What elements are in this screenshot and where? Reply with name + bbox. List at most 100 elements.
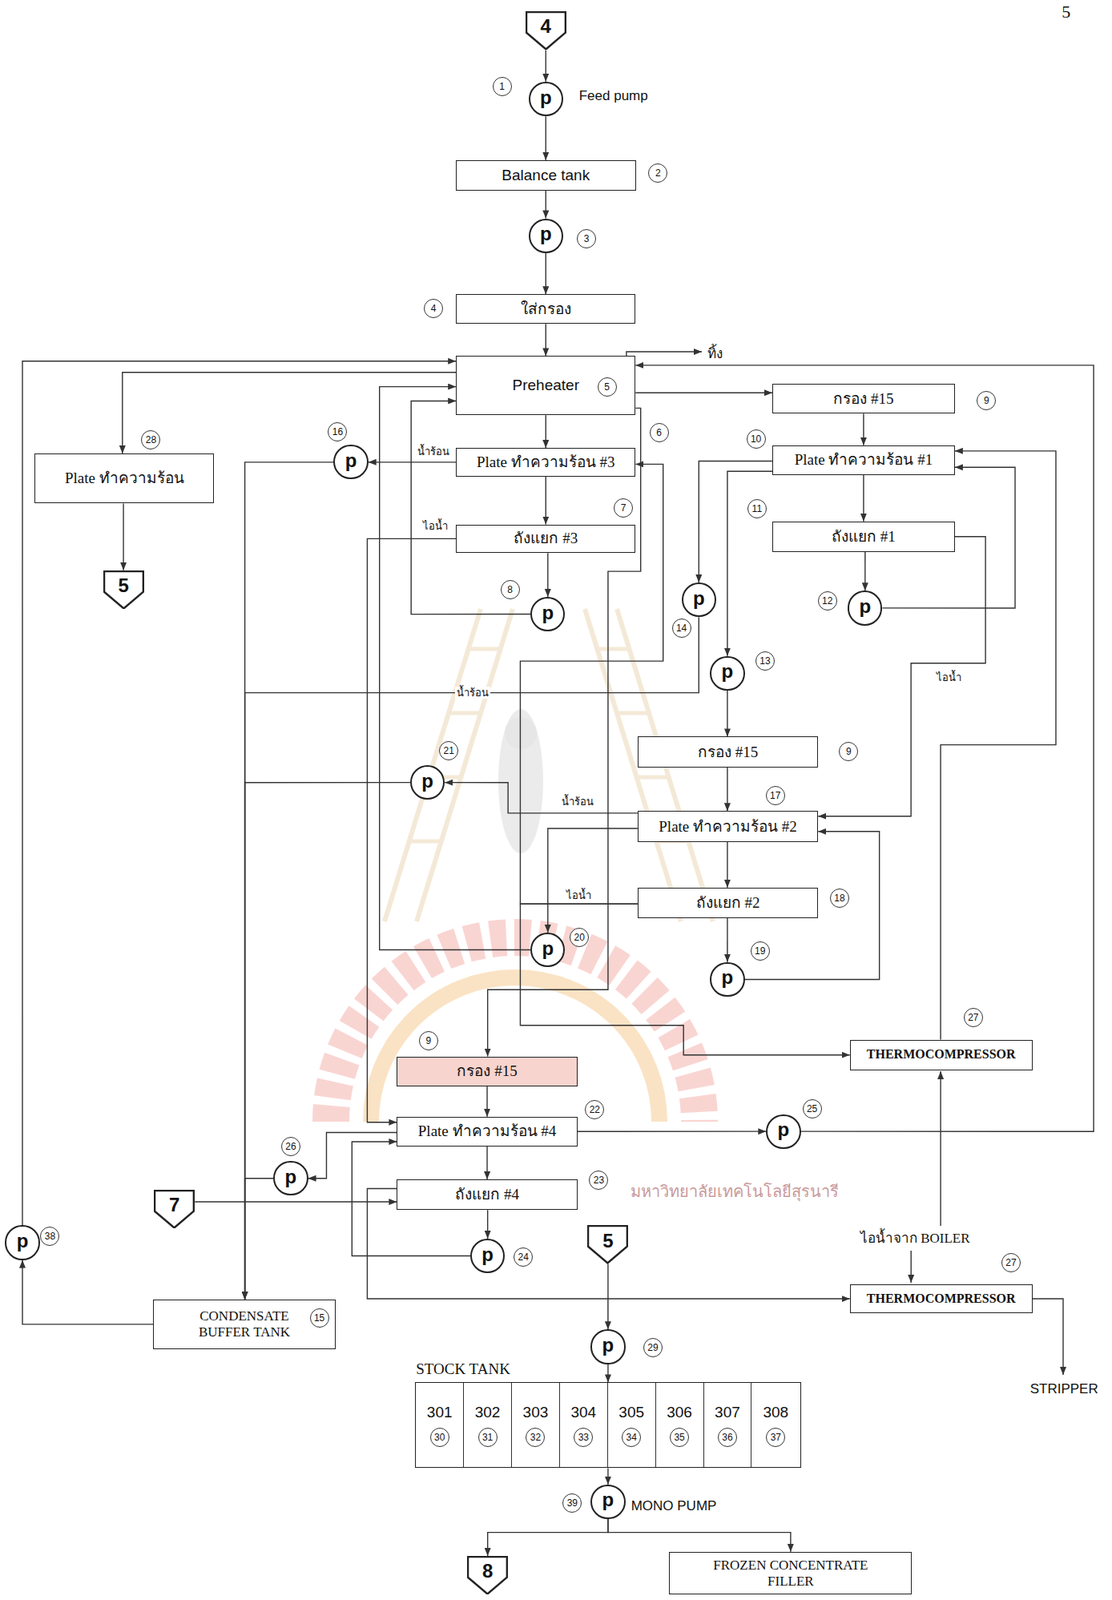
callout-number: 33 <box>573 1427 593 1447</box>
flow-line <box>577 1130 767 1132</box>
callout-number: 8 <box>500 580 520 600</box>
flow-line <box>245 782 411 1300</box>
callout-number: 36 <box>717 1427 738 1447</box>
flow-line <box>487 407 641 1056</box>
callout-number: 4 <box>423 298 444 319</box>
flow-line <box>487 1518 609 1556</box>
flow-line <box>862 475 864 522</box>
pump-letter: p <box>602 1335 615 1355</box>
connector-number: 4 <box>540 15 552 38</box>
flow-line <box>22 1260 154 1325</box>
pump-letter: p <box>692 588 706 609</box>
callout-number: 20 <box>569 927 589 947</box>
flow-label: ไอน้ำ <box>564 889 593 903</box>
tank-cell: 30231 <box>463 1382 512 1467</box>
box-label: Plate ทำความร้อน #1 <box>794 451 934 469</box>
flow-note: ไอน้ำจาก BOILER <box>858 1230 972 1247</box>
pump-letter: p <box>721 661 734 681</box>
pump-symbol: p <box>530 596 565 632</box>
pump-letter: p <box>16 1231 29 1251</box>
callout-number: 31 <box>478 1427 498 1447</box>
pump-letter: p <box>721 967 734 988</box>
callout-number: 5 <box>597 377 617 397</box>
pump-symbol: p <box>847 590 883 625</box>
box-label: ถังแยก #2 <box>696 894 761 912</box>
callout-number: 30 <box>430 1427 450 1447</box>
flow-line <box>487 1209 488 1239</box>
tank-number: 306 <box>666 1403 693 1422</box>
flow-line <box>545 323 547 356</box>
callout-number: 18 <box>829 888 850 908</box>
flow-line <box>727 471 773 656</box>
pump-letter: p <box>481 1244 494 1265</box>
process-box: Plate ทำความร้อน #4 <box>396 1116 577 1147</box>
pump-letter: p <box>541 603 554 623</box>
flow-note: ทิ้ง <box>705 346 725 363</box>
box-label: THERMOCOMPRESSOR <box>866 1291 1016 1306</box>
callout-number: 27 <box>1001 1253 1021 1273</box>
off-page-connector: 5 <box>587 1224 629 1264</box>
process-box: ถังแยก #2 <box>637 887 818 919</box>
process-box: FROZEN CONCENTRATE FILLER <box>668 1551 912 1595</box>
pump-symbol: p <box>590 1484 625 1519</box>
callout-number: 37 <box>765 1427 786 1447</box>
pump-letter: p <box>858 596 871 617</box>
callout-number: 19 <box>750 941 770 961</box>
flow-line <box>864 551 866 591</box>
callout-number: 13 <box>755 651 775 671</box>
box-label: กรอง #15 <box>833 390 894 408</box>
tank-cell: 30837 <box>751 1382 800 1467</box>
callout-number: 9 <box>976 390 996 411</box>
process-box: THERMOCOMPRESSOR <box>850 1039 1033 1071</box>
steam-line <box>939 1071 941 1226</box>
process-box: กรอง #15 <box>772 383 955 414</box>
tank-cell: 30130 <box>415 1382 464 1467</box>
flow-line <box>519 903 850 1055</box>
flow-line <box>545 414 547 448</box>
pump-letter: p <box>777 1120 790 1140</box>
process-box: Balance tank <box>455 160 637 191</box>
flow-line <box>545 253 547 295</box>
tank-number: 302 <box>475 1403 501 1422</box>
box-label: กรอง #15 <box>456 1062 517 1080</box>
callout-number: 24 <box>513 1247 533 1267</box>
flow-line <box>547 552 548 597</box>
tank-heading: STOCK TANK <box>415 1360 511 1378</box>
steam-line <box>910 1250 911 1283</box>
process-box: Plate ทำความร้อน #2 <box>637 810 818 842</box>
stripper-line <box>1032 1298 1064 1375</box>
pump-letter: p <box>539 224 552 244</box>
pump-symbol: p <box>470 1238 505 1274</box>
flow-line <box>245 462 335 1300</box>
box-label: Preheater <box>512 376 580 395</box>
pump-symbol: p <box>333 444 368 480</box>
off-page-connector: 5 <box>103 570 145 609</box>
pump-symbol: p <box>681 582 717 617</box>
tank-number: 304 <box>570 1403 597 1422</box>
flow-line <box>486 1086 488 1117</box>
tank-cell: 30433 <box>560 1382 609 1467</box>
equipment-name: MONO PUMP <box>629 1497 719 1514</box>
box-label: FROZEN CONCENTRATE FILLER <box>698 1557 883 1589</box>
flow-line <box>817 536 986 817</box>
tank-number: 301 <box>427 1403 453 1422</box>
callout-number: 27 <box>963 1007 984 1028</box>
flow-line <box>194 1200 397 1202</box>
off-page-connector: 8 <box>467 1555 508 1595</box>
box-label: THERMOCOMPRESSOR <box>866 1047 1016 1062</box>
box-label: Plate ทำความร้อน #2 <box>658 817 798 836</box>
callout-number: 14 <box>672 618 692 638</box>
flow-label: ไอน้ำ <box>421 519 450 533</box>
tank-number: 305 <box>618 1403 645 1422</box>
off-page-connector: 4 <box>525 11 567 50</box>
pump-symbol: p <box>530 932 565 967</box>
callout-number: 23 <box>588 1170 609 1190</box>
process-box: Plate ทำความร้อน <box>34 453 214 504</box>
process-box: ถังแยก #3 <box>455 524 636 554</box>
flow-label: ไอน้ำ <box>934 671 963 685</box>
flow-line <box>486 1146 488 1180</box>
tank-cell: 30736 <box>704 1382 753 1467</box>
callout-number: 6 <box>649 423 669 443</box>
